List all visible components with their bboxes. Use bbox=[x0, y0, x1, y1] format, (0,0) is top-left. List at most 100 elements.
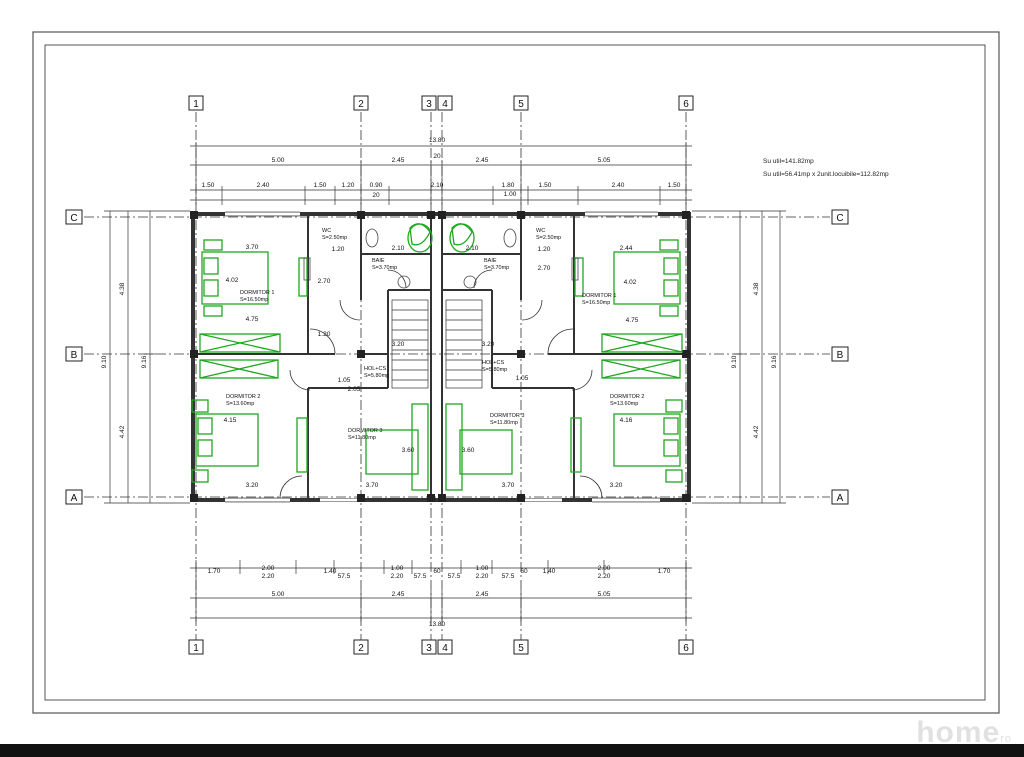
note-line-1: Su util=141.82mp bbox=[763, 158, 814, 165]
idim-bed1-right-h: 4.02 bbox=[624, 279, 637, 286]
dim-bottom-small-1: 57.5 bbox=[338, 573, 351, 580]
room-hall-left-area: S=5.80mp bbox=[364, 373, 389, 379]
idim-hall-left-w3: 3.20 bbox=[392, 341, 405, 348]
idim-bed3-left-w: 3.70 bbox=[366, 482, 379, 489]
dim-bottom-sub-3: 2.20 bbox=[476, 573, 489, 580]
grid-col-4-bottom: 4 bbox=[442, 643, 448, 654]
idim-bed2-right-w: 3.20 bbox=[610, 482, 623, 489]
dim-bottom-small-2: 57.5 bbox=[414, 573, 427, 580]
bed-right-3 bbox=[459, 429, 513, 475]
dim-bottom-detail-8: 1.70 bbox=[658, 568, 671, 575]
grid-col-3-bottom: 3 bbox=[426, 643, 432, 654]
idim-hall-left-w1: 1.05 bbox=[338, 377, 351, 384]
watermark-sub: ro bbox=[1000, 733, 1012, 745]
room-bed3-right-name: DORMITOR 3 bbox=[490, 413, 524, 419]
dim-bottom-small-6: 60 bbox=[520, 568, 528, 575]
wardrobe-left-1 bbox=[298, 257, 308, 297]
bed-left-1 bbox=[201, 251, 269, 305]
room-wc-right-name: WC bbox=[536, 228, 545, 234]
dim-top-small-1: 20 bbox=[433, 153, 441, 160]
room-bed1-right-area: S=16.50mp bbox=[582, 300, 610, 306]
dim-right-lower: 4.42 bbox=[753, 425, 760, 438]
sink-wc-left bbox=[303, 257, 311, 281]
room-bed3-left-area: S=11.80mp bbox=[348, 435, 376, 441]
grid-col-5-bottom: 5 bbox=[518, 643, 524, 654]
sink-wc-right bbox=[571, 257, 579, 281]
dim-top-detail-4: 1.20 bbox=[342, 182, 355, 189]
note-line-2: Su util=56.41mp x 2unit.locuibile=112.82… bbox=[763, 171, 889, 178]
grid-row-b-right: B bbox=[837, 350, 844, 361]
idim-bed2-right-h: 4.16 bbox=[620, 417, 633, 424]
idim-wc-right-h: 2.70 bbox=[538, 265, 551, 272]
dim-bottom-sub-1: 2.20 bbox=[262, 573, 275, 580]
room-bath-left-area: S=3.70mp bbox=[372, 265, 397, 271]
dim-top-detail-11: 1.50 bbox=[668, 182, 681, 189]
bed-left-2 bbox=[195, 413, 259, 467]
watermark-text: home bbox=[916, 716, 1001, 749]
desk-left-2 bbox=[199, 359, 279, 379]
idim-bed1-right-d: 4.75 bbox=[626, 317, 639, 324]
room-bath-left-name: BAIE bbox=[372, 258, 385, 264]
dim-top-detail-10: 2.40 bbox=[612, 182, 625, 189]
wardrobe-left-3 bbox=[411, 403, 429, 491]
grid-row-c-left: C bbox=[70, 213, 77, 224]
dim-right-total-b: 9.16 bbox=[771, 355, 778, 368]
idim-bed1-right-w: 2.44 bbox=[620, 245, 633, 252]
axis-lines-vertical bbox=[195, 112, 687, 640]
interior-walls bbox=[193, 216, 689, 498]
wardrobe-left-2 bbox=[296, 417, 308, 473]
furniture bbox=[191, 223, 683, 491]
idim-bed1-left-w: 3.70 bbox=[246, 244, 259, 251]
room-bed2-right-area: S=13.60mp bbox=[610, 401, 638, 407]
idim-bed1-left-d: 4.75 bbox=[246, 316, 259, 323]
sink-bath-left bbox=[397, 275, 411, 289]
toilet-right bbox=[503, 228, 517, 248]
room-bed1-right-name: DORMITOR 1 bbox=[582, 293, 616, 299]
bed-right-2 bbox=[613, 413, 681, 467]
dim-total-bottom: 13.80 bbox=[429, 621, 446, 628]
idim-hall-right-w1: 1.05 bbox=[516, 375, 529, 382]
room-bed1-left-name: DORMITOR 1 bbox=[240, 290, 274, 296]
dim-bottom-sub-4: 2.20 bbox=[598, 573, 611, 580]
desk-left-1 bbox=[199, 333, 281, 353]
grid-col-2-top: 2 bbox=[358, 99, 364, 110]
bed-left-3 bbox=[365, 429, 419, 475]
dim-total-top: 13.80 bbox=[429, 137, 446, 144]
dim-left-total-b: 9.16 bbox=[141, 355, 148, 368]
interior-dimensions: 3.70 4.02 4.75 4.15 3.20 3.70 3.60 2.10 … bbox=[224, 244, 639, 489]
dim-left-total-a: 9.10 bbox=[101, 355, 108, 368]
sanitary-fixtures bbox=[303, 228, 579, 289]
dim-left-lower: 4.42 bbox=[119, 425, 126, 438]
dim-bottom-chain-4: 5.05 bbox=[598, 591, 611, 598]
grid-row-c-right: C bbox=[836, 213, 843, 224]
idim-hall-left-w4: 1.20 bbox=[318, 331, 331, 338]
dimension-texts-bottom: 1.70 2.00 2.20 1.40 57.5 1.00 2.20 57.5 … bbox=[208, 565, 671, 628]
dimension-texts-top: 13.80 5.00 2.45 2.45 5.05 20 1.50 2.40 1… bbox=[202, 137, 681, 199]
dimension-lines-sides bbox=[104, 210, 786, 504]
dim-top-small-2: 20 bbox=[372, 192, 380, 199]
grid-labels-rows: C B A C B A bbox=[65, 209, 849, 505]
dim-right-total-a: 9.10 bbox=[731, 355, 738, 368]
dim-top-chain-3: 2.45 bbox=[476, 157, 489, 164]
room-wc-left-name: WC bbox=[322, 228, 331, 234]
room-bath-right-area: S=3.70mp bbox=[484, 265, 509, 271]
idim-wc-right-w: 1.20 bbox=[538, 246, 551, 253]
room-bed2-right-name: DORMITOR 2 bbox=[610, 394, 644, 400]
dim-right-upper: 4.38 bbox=[753, 282, 760, 295]
toilet-left bbox=[365, 228, 379, 248]
room-labels: DORMITOR 1 S=16.50mp DORMITOR 2 S=13.60m… bbox=[226, 228, 644, 441]
sink-bath-right bbox=[463, 275, 477, 289]
window-openings bbox=[225, 212, 660, 502]
inner-frame bbox=[44, 44, 986, 701]
grid-row-a-right: A bbox=[837, 493, 844, 504]
room-hall-left-name: HOL+CS bbox=[364, 366, 386, 372]
grid-labels-bottom: 1 2 3 4 5 6 bbox=[188, 639, 694, 655]
dim-bottom-small-4: 57.5 bbox=[502, 573, 515, 580]
dim-top-detail-8: 1.00 bbox=[504, 191, 517, 198]
window-frames bbox=[225, 211, 660, 503]
room-bed2-left-name: DORMITOR 2 bbox=[226, 394, 260, 400]
dim-bottom-detail-7: 2.00 bbox=[598, 565, 611, 572]
dim-bottom-small-5: 60 bbox=[433, 568, 441, 575]
dim-top-detail-2: 2.40 bbox=[257, 182, 270, 189]
room-hall-right-area: S=5.80mp bbox=[482, 367, 507, 373]
